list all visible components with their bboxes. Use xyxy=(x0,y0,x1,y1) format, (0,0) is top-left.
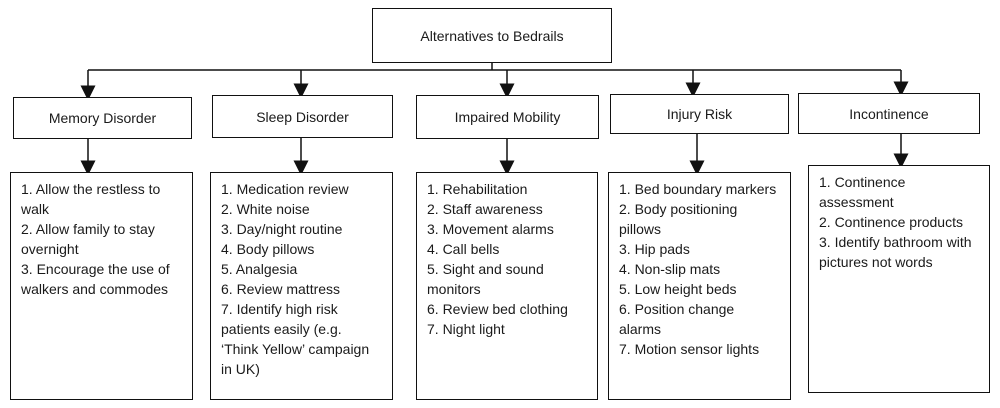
list-item: 3. Encourage the use of walkers and comm… xyxy=(21,261,170,297)
list-item: 2. White noise xyxy=(221,201,310,217)
list-item: 5. Analgesia xyxy=(221,261,298,277)
list-item: 1. Rehabilitation xyxy=(427,181,528,197)
list-item: 1. Bed boundary markers xyxy=(619,181,777,197)
category-box-injury-risk: Injury Risk xyxy=(610,94,789,134)
category-title-sleep-disorder: Sleep Disorder xyxy=(256,108,349,125)
list-item: 3. Day/night routine xyxy=(221,221,343,237)
list-item: 7. Motion sensor lights xyxy=(619,341,760,357)
category-box-sleep-disorder: Sleep Disorder xyxy=(212,95,393,138)
list-item: 6. Position change alarms xyxy=(619,301,735,337)
list-item: 2. Continence products xyxy=(819,214,963,230)
list-box-memory-disorder: 1. Allow the restless to walk 2. Allow f… xyxy=(10,172,193,400)
category-title-impaired-mobility: Impaired Mobility xyxy=(454,109,561,125)
list-item: 5. Sight and sound monitors xyxy=(427,261,544,297)
list-item: 6. Review mattress xyxy=(221,281,341,297)
list-item: 7. Night light xyxy=(427,321,505,337)
list-item: 2. Allow family to stay overnight xyxy=(21,221,155,257)
list-item: 3. Hip pads xyxy=(619,241,690,257)
category-title-memory-disorder: Memory Disorder xyxy=(48,110,157,126)
list-box-sleep-disorder: 1. Medication review 2. White noise 3. D… xyxy=(210,172,393,400)
list-item: 5. Low height beds xyxy=(619,281,737,297)
category-title-incontinence: Incontinence xyxy=(849,105,929,122)
list-item: 1. Medication review xyxy=(221,181,349,197)
category-box-impaired-mobility: Impaired Mobility xyxy=(416,95,599,139)
root-title: Alternatives to Bedrails xyxy=(420,27,564,44)
list-box-incontinence: 1. Continence assessment 2. Continence p… xyxy=(808,165,990,393)
list-item: 3. Identify bathroom with pictures not w… xyxy=(819,234,972,270)
list-box-injury-risk: 1. Bed boundary markers 2. Body position… xyxy=(608,172,791,400)
category-box-incontinence: Incontinence xyxy=(798,93,980,134)
list-item: 2. Staff awareness xyxy=(427,201,543,217)
list-item: 6. Review bed clothing xyxy=(427,301,568,317)
category-box-memory-disorder: Memory Disorder xyxy=(13,97,192,139)
list-box-impaired-mobility: 1. Rehabilitation 2. Staff awareness 3. … xyxy=(416,172,598,400)
category-title-injury-risk: Injury Risk xyxy=(666,106,733,122)
list-item: 1. Continence assessment xyxy=(819,174,906,210)
list-item: 1. Allow the restless to walk xyxy=(21,181,161,217)
root-node: Alternatives to Bedrails xyxy=(372,8,612,63)
list-item: 4. Call bells xyxy=(427,241,500,257)
list-item: 3. Movement alarms xyxy=(427,221,554,237)
list-item: 4. Non-slip mats xyxy=(619,261,721,277)
list-item: 7. Identify high risk patients easily (e… xyxy=(221,301,370,377)
list-item: 2. Body positioning pillows xyxy=(619,201,738,237)
list-item: 4. Body pillows xyxy=(221,241,315,257)
